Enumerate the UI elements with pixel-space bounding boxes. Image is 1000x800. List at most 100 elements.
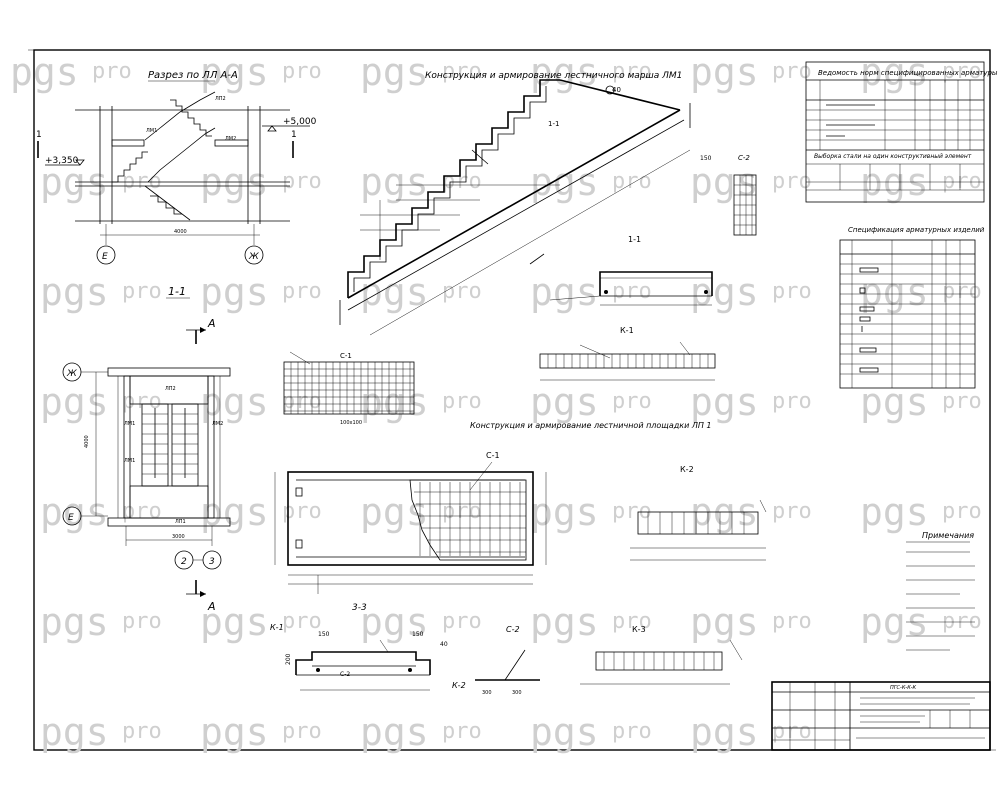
dimension-label: 300 [482, 690, 492, 696]
landing-label: ЛП2 [165, 386, 176, 392]
watermark-text: pgs [860, 50, 929, 94]
watermark-text: pgs [200, 270, 269, 314]
watermark-suffix: pro [92, 59, 132, 84]
level-low-label: +3,350 [45, 156, 79, 166]
cut-marker: 1 [291, 130, 297, 140]
watermark-suffix: pro [772, 609, 812, 634]
dimension-label: 40 [612, 86, 621, 94]
slab-plan: Конструкция и армирование лестничной пло… [274, 421, 712, 594]
section-view-title: Разрез по ЛЛ А-А [148, 70, 238, 81]
watermark-text: pgs [690, 710, 759, 754]
cut-label: А [207, 317, 216, 330]
watermark-suffix: pro [612, 499, 652, 524]
axis-bubble: 2 [181, 557, 187, 567]
detail-title: К-3 [632, 625, 646, 634]
watermark-text: pgs [360, 270, 429, 314]
watermark-text: pgs [40, 600, 109, 644]
detail-c2-bottom: С-2 300 300 [475, 625, 540, 696]
detail-title: К-1 [620, 326, 634, 335]
watermark-text: pgs [860, 490, 929, 534]
watermark-text: pgs [690, 50, 759, 94]
notes: Примечания [906, 531, 975, 651]
watermark-suffix: pro [442, 389, 482, 414]
dimension-label: 40 [440, 641, 448, 648]
watermark-suffix: pro [122, 609, 162, 634]
frame-k3: К-3 [580, 625, 743, 685]
watermark-text: pgs [40, 270, 109, 314]
sheet-border [33, 49, 991, 751]
watermark-suffix: pro [612, 279, 652, 304]
detail-title: К-2 [680, 465, 694, 474]
section-label: К-1 [270, 623, 284, 632]
cut-label: 1-1 [548, 120, 559, 128]
watermark-suffix: pro [612, 719, 652, 744]
dimension-label: 150 [412, 631, 424, 638]
watermark-suffix: pro [612, 389, 652, 414]
watermark-text: pgs [200, 600, 269, 644]
mesh-label: С-1 [486, 451, 500, 460]
watermark-text: pgs [200, 50, 269, 94]
dimension-label: 150 [700, 155, 712, 162]
watermark-suffix: pro [122, 499, 162, 524]
plan-view: 1-1 А ЛП2 ЛМ1 ЛМ1 ЛМ2 ЛП1 [62, 285, 231, 613]
watermark-suffix: pro [772, 169, 812, 194]
watermark-suffix: pro [282, 169, 322, 194]
watermark-suffix: pro [442, 279, 482, 304]
watermark-layer: pgs pro pgs pro pgs pro pgs pro pgs pro … [10, 50, 982, 754]
watermark-suffix: pro [772, 499, 812, 524]
section-title: 1-1 [628, 235, 641, 244]
watermark-suffix: pro [772, 59, 812, 84]
detail-title: С-2 [738, 154, 750, 162]
axis-bubble: Е [102, 252, 108, 262]
watermark-suffix: pro [442, 609, 482, 634]
watermark-suffix: pro [942, 169, 982, 194]
watermark-text: pgs [200, 490, 269, 534]
flight-label: ЛМ1 [124, 421, 135, 427]
watermark-suffix: pro [282, 609, 322, 634]
section-label: С-2 [340, 671, 350, 678]
frame-k1: К-1 [539, 326, 716, 381]
watermark-suffix: pro [942, 499, 982, 524]
watermark-suffix: pro [942, 389, 982, 414]
watermark-text: pgs [690, 380, 759, 424]
watermark-suffix: pro [942, 279, 982, 304]
flight-label: ЛМ1 [124, 458, 135, 464]
flight-label: ЛМ1 [146, 128, 157, 134]
table-title: Выборка стали на один конструктивный эле… [814, 153, 972, 160]
watermark-text: pgs [360, 50, 429, 94]
watermark-suffix: pro [442, 169, 482, 194]
watermark-text: pgs [530, 490, 599, 534]
table-title: Спецификация арматурных изделий [848, 226, 985, 234]
flight-label: ЛМ2 [212, 421, 223, 427]
watermark-suffix: pro [612, 169, 652, 194]
section-title: 3-3 [352, 603, 367, 613]
mesh-c2-detail: С-2 [733, 154, 757, 236]
watermark-text: pgs [690, 160, 759, 204]
watermark-suffix: pro [612, 59, 652, 84]
dimension-label: 200 [285, 653, 292, 665]
mesh-label: С-1 [340, 352, 352, 360]
flight-label: ЛМ2 [225, 136, 236, 142]
watermark-text: pgs [360, 600, 429, 644]
watermark-text: pgs [530, 270, 599, 314]
dimension-label: 4000 [84, 435, 90, 448]
watermark-text: pgs [530, 600, 599, 644]
watermark-text: pgs [530, 380, 599, 424]
watermark-suffix: pro [442, 719, 482, 744]
section-label: К-2 [452, 681, 466, 690]
watermark-suffix: pro [442, 59, 482, 84]
section-view: Разрез по ЛЛ А-А ЛМ1 ЛП2 ЛМ2 +3,350 +5,0… [36, 70, 317, 265]
flight-elevation: Конструкция и армирование лестничного ма… [339, 71, 712, 336]
watermark-suffix: pro [442, 499, 482, 524]
watermark-suffix: pro [772, 279, 812, 304]
title-block: ПГС-К-К-К [771, 681, 991, 751]
watermark-suffix: pro [282, 389, 322, 414]
watermark-text: pgs [200, 710, 269, 754]
watermark-text: pgs [360, 380, 429, 424]
axis-bubble: Ж [248, 252, 259, 262]
detail-title: С-2 [506, 625, 520, 634]
cut-label: А [207, 600, 216, 613]
watermark-text: pgs [10, 50, 79, 94]
watermark-text: pgs [360, 710, 429, 754]
